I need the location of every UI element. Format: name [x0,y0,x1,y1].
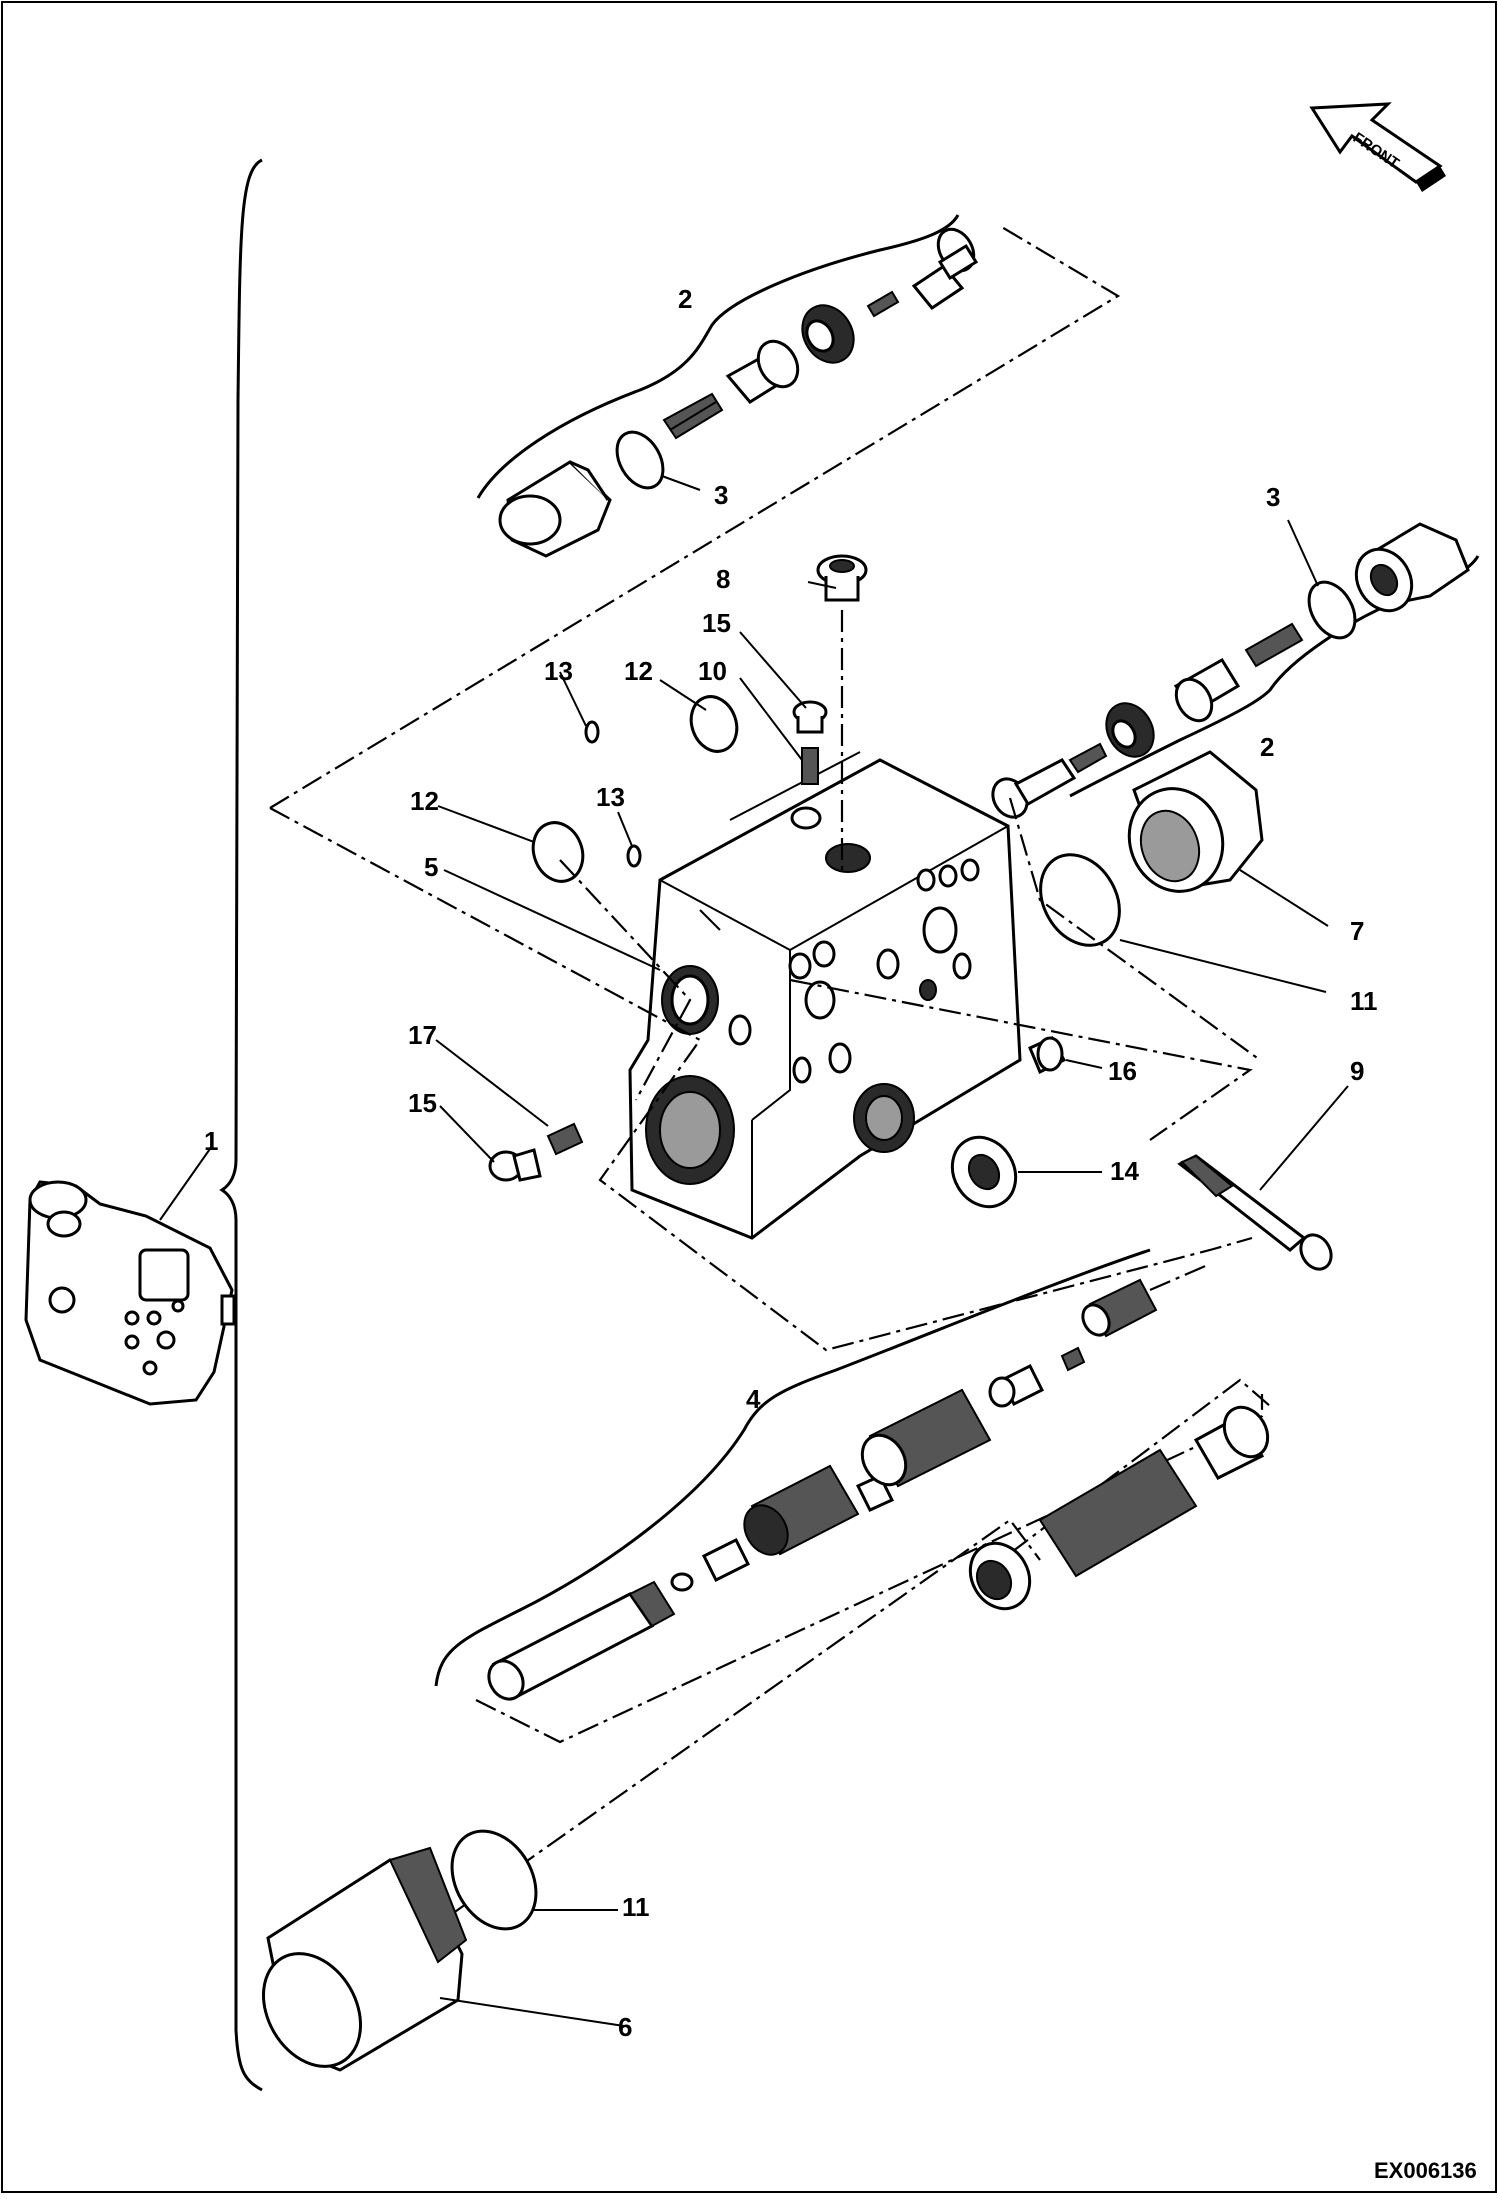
axis-line-left [559,859,692,1101]
callout-10: 10 [698,656,727,686]
callout-17: 17 [408,1020,437,1050]
callout-12-left: 12 [410,786,439,816]
axis-line-top [269,225,1121,809]
o-ring-11-bottom-part [450,1829,538,1931]
orifice-10-part [801,747,819,785]
cap-7-part [1127,750,1264,893]
spring-cap-part [1193,1405,1270,1480]
small-spring-right-part [1068,742,1108,774]
spring-part [662,392,724,440]
callout-3-top: 3 [714,480,728,510]
callout-4: 4 [746,1384,761,1414]
plug-right-part [1354,522,1470,613]
valve-seat-right-part [1105,702,1155,758]
plug-14-part [950,1135,1018,1209]
axis-line-body [269,807,1253,1352]
callout-2-top: 2 [678,284,692,314]
valve-assembly-thumbnail [24,1180,236,1406]
o-ring-13-left-part [626,844,642,868]
spring-seat-part [968,1541,1032,1611]
small-spring-part [866,290,900,318]
callout-13-left: 13 [596,782,625,812]
callout-11-right: 11 [1350,986,1378,1016]
o-ring-right-part [1307,580,1357,640]
main-spring-part [1038,1448,1198,1578]
callouts: 1 2 2 3 3 4 5 6 7 8 9 10 11 11 12 12 13 … [204,284,1378,2042]
callout-8: 8 [716,564,730,594]
o-ring-13-top-part [584,720,600,744]
group-brace-2-top [476,214,960,499]
upper-relief-valve-group [269,214,1121,809]
axis-line-spool [475,1394,1264,1744]
axis-line-bottom [329,1518,1041,2001]
o-ring-11-right-part [1039,853,1121,947]
callout-13-top: 13 [544,656,573,686]
callout-15-top: 15 [702,608,731,638]
valve-body-part [628,751,1022,1240]
group-brace-4 [434,1248,1151,1687]
callout-1: 1 [204,1126,218,1156]
leader-lines [159,475,1349,2027]
plug-part [498,460,612,558]
orifice-17-part [546,1122,584,1156]
callout-6: 6 [618,2012,632,2042]
axis-line-spool-end [1149,1262,1211,1292]
axis-line-spring [979,1378,1271,1577]
callout-5: 5 [424,852,438,882]
poppet-right-part [1173,657,1241,723]
spool-group [434,1248,1264,1744]
plug-16-part [1028,1036,1067,1075]
callout-7: 7 [1350,916,1364,946]
plug-8-part [816,554,868,602]
callout-16: 16 [1108,1056,1137,1086]
callout-14: 14 [1110,1156,1139,1186]
plug-15-top-part [792,700,828,734]
callout-2-right: 2 [1260,732,1274,762]
adjuster-bolt-part [911,227,979,311]
reference-code: EX006136 [1374,2158,1477,2183]
o-ring-12-left-part [531,821,585,883]
poppet-part [725,339,800,404]
front-arrow-icon: FRONT [1309,102,1446,192]
callout-12-top: 12 [624,656,653,686]
spring-group [968,1378,1271,1611]
axis-line-right [789,978,1253,1141]
spring-right-part [1244,622,1304,668]
callout-15-left: 15 [408,1088,437,1118]
assembly-brace [219,158,263,2092]
adjuster-bolt-right-part [991,758,1077,819]
bolt-9-part [1177,1154,1333,1271]
plug-15-left-part [488,1148,542,1182]
callout-3-right: 3 [1266,482,1280,512]
callout-9: 9 [1350,1056,1364,1086]
o-ring-12-top-part [689,695,739,753]
cap-6-part [262,1846,468,2072]
valve-seat-part [801,304,855,364]
axis-line-right-b [1008,797,1261,1061]
callout-11-bottom: 11 [622,1892,650,1922]
o-ring-part [615,430,665,490]
